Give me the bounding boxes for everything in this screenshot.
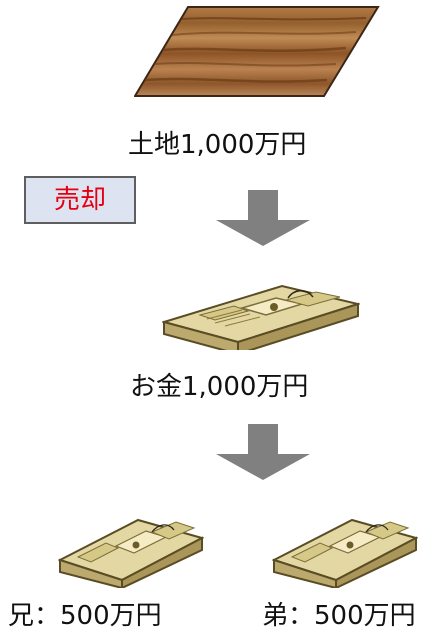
land-value-label: 土地1,000万円 (128, 130, 307, 160)
land-icon (133, 6, 380, 97)
money-bundle-icon (57, 518, 205, 590)
money-bundle-icon (160, 284, 362, 356)
older-brother-share-label: 兄：500万円 (8, 601, 162, 631)
money-bundle-center (160, 278, 362, 356)
sale-label: 売却 (53, 185, 106, 215)
younger-brother-share-label: 弟：500万円 (262, 601, 416, 631)
money-bundle-icon (271, 518, 419, 590)
money-value-label: お金1,000万円 (130, 372, 309, 402)
land-parcel (133, 6, 380, 98)
money-bundle-younger-brother (271, 512, 419, 590)
sale-badge: 売却 (24, 176, 136, 224)
money-bundle-older-brother (57, 512, 205, 590)
down-arrow-icon (216, 190, 310, 246)
down-arrow-icon (216, 424, 310, 480)
